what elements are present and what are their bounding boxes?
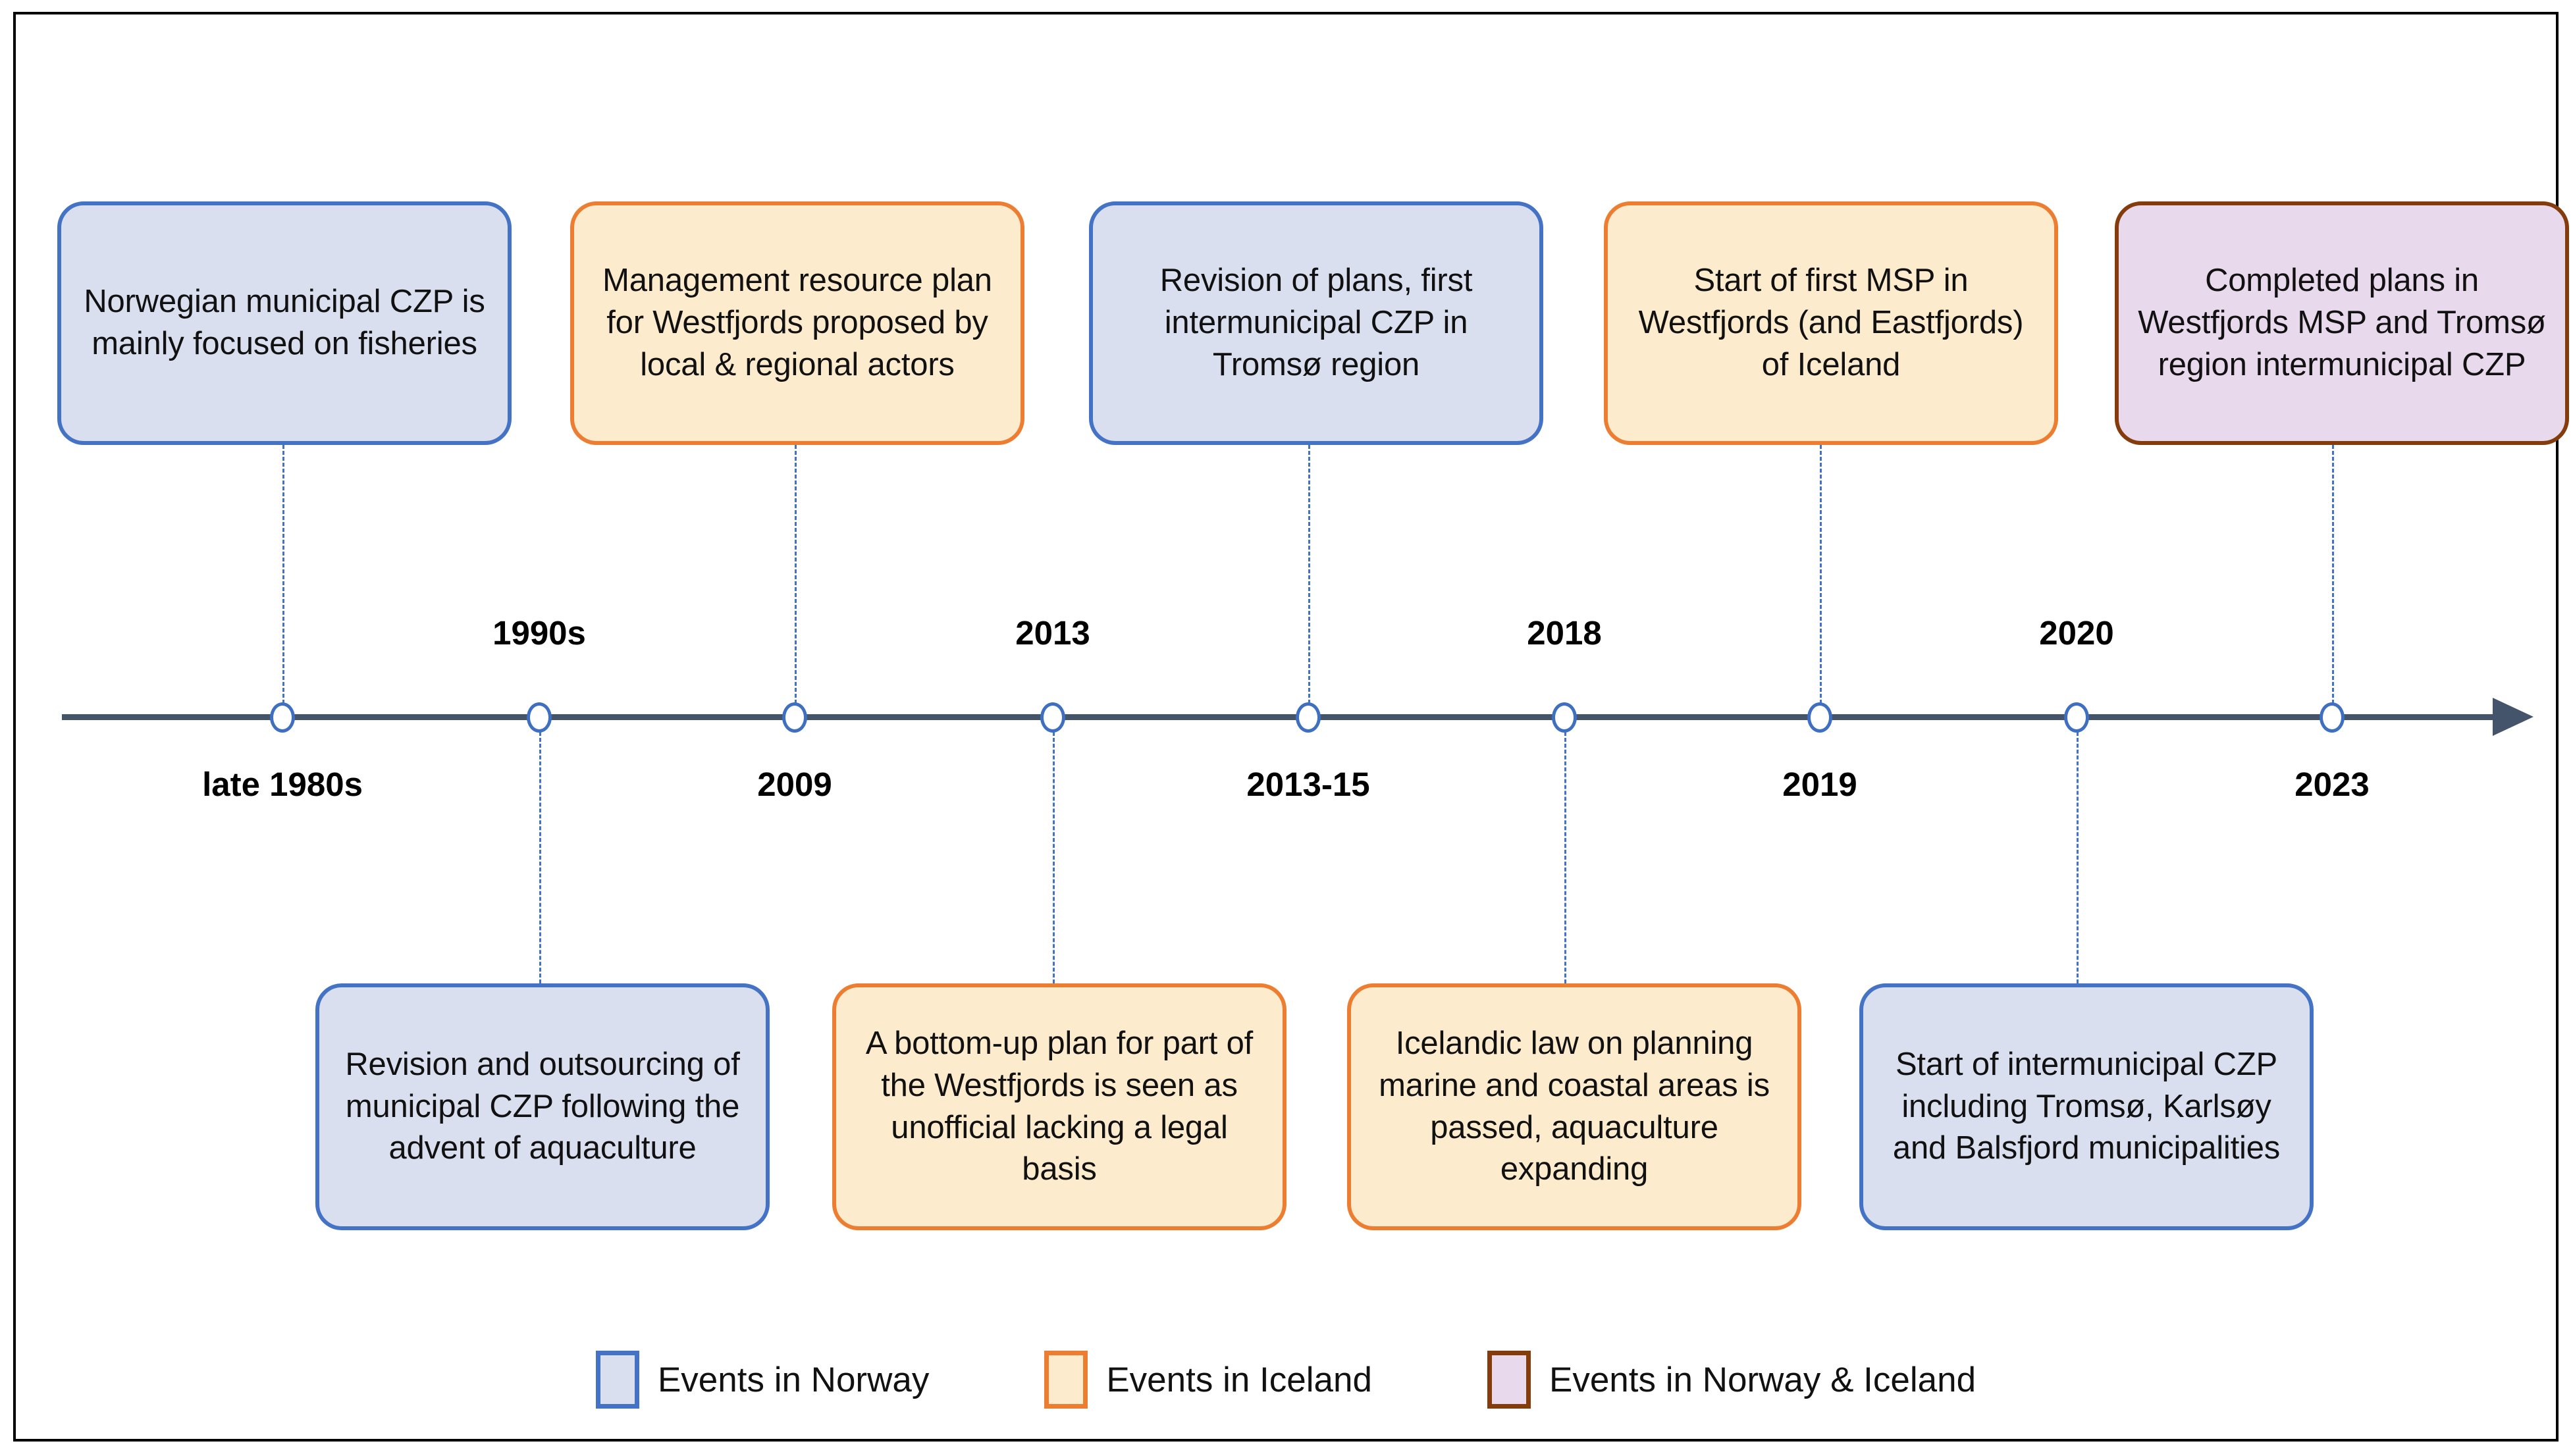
legend-label-iceland: Events in Iceland (1106, 1360, 1372, 1399)
connector-line-3 (795, 445, 797, 704)
connector-line-2 (539, 732, 541, 983)
event-card-bottom-2: A bottom-up plan for part of the Westfjo… (832, 983, 1286, 1230)
timeline-marker-8[interactable] (2064, 702, 2089, 733)
year-label-4: 2013 (1015, 614, 1090, 652)
legend-swatch-iceland (1044, 1351, 1088, 1409)
timeline-marker-6[interactable] (1552, 702, 1577, 733)
year-label-6: 2018 (1527, 614, 1602, 652)
event-card-bottom-3: Icelandic law on planning marine and coa… (1347, 983, 1801, 1230)
event-card-top-5: Completed plans in Westfjords MSP and Tr… (2115, 201, 2569, 445)
connector-line-7 (1820, 445, 1822, 704)
connector-line-9 (2332, 445, 2334, 704)
event-card-text: Start of first MSP in Westfjords (and Ea… (1638, 263, 2024, 382)
legend-item-both: Events in Norway & Iceland (1487, 1351, 1976, 1409)
connector-line-6 (1564, 732, 1566, 983)
event-card-text: Management resource plan for Westfjords … (602, 263, 992, 382)
year-label-2: 1990s (492, 614, 586, 652)
timeline-marker-2[interactable] (527, 702, 552, 733)
timeline-marker-4[interactable] (1040, 702, 1065, 733)
event-card-bottom-4: Start of intermunicipal CZP including Tr… (1859, 983, 2314, 1230)
year-label-8: 2020 (2039, 614, 2114, 652)
connector-line-1 (282, 445, 284, 704)
timeline-arrow-icon (2493, 698, 2533, 736)
event-card-top-3: Revision of plans, first intermunicipal … (1089, 201, 1543, 445)
timeline-marker-3[interactable] (782, 702, 807, 733)
figure-frame: Norwegian municipal CZP is mainly focuse… (13, 12, 2569, 1442)
year-label-1: late 1980s (202, 766, 363, 803)
legend-item-iceland: Events in Iceland (1044, 1351, 1372, 1409)
year-label-9: 2023 (2294, 766, 2370, 803)
legend-swatch-both (1487, 1351, 1531, 1409)
event-card-text: Norwegian municipal CZP is mainly focuse… (84, 284, 485, 361)
event-card-top-1: Norwegian municipal CZP is mainly focuse… (57, 201, 512, 445)
timeline-axis (62, 714, 2498, 720)
legend-label-norway: Events in Norway (657, 1360, 930, 1399)
event-card-text: Revision and outsourcing of municipal CZ… (345, 1046, 740, 1166)
timeline-marker-7[interactable] (1807, 702, 1832, 733)
legend-label-both: Events in Norway & Iceland (1549, 1360, 1976, 1399)
year-label-5: 2013-15 (1246, 766, 1370, 803)
timeline-marker-9[interactable] (2320, 702, 2345, 733)
event-card-text: A bottom-up plan for part of the Westfjo… (865, 1026, 1254, 1187)
year-label-7: 2019 (1782, 766, 1857, 803)
event-card-bottom-1: Revision and outsourcing of municipal CZ… (315, 983, 770, 1230)
event-card-text: Icelandic law on planning marine and coa… (1379, 1026, 1770, 1187)
connector-line-4 (1053, 732, 1055, 983)
year-label-3: 2009 (757, 766, 832, 803)
legend-swatch-norway (595, 1351, 639, 1409)
event-card-top-2: Management resource plan for Westfjords … (570, 201, 1024, 445)
timeline-marker-1[interactable] (270, 702, 295, 733)
event-card-text: Revision of plans, first intermunicipal … (1159, 263, 1473, 382)
legend: Events in Norway Events in Iceland Event… (16, 1351, 2556, 1409)
connector-line-5 (1308, 445, 1310, 704)
event-card-top-4: Start of first MSP in Westfjords (and Ea… (1604, 201, 2058, 445)
event-card-text: Completed plans in Westfjords MSP and Tr… (2138, 263, 2546, 382)
timeline-marker-5[interactable] (1296, 702, 1321, 733)
legend-item-norway: Events in Norway (595, 1351, 930, 1409)
event-card-text: Start of intermunicipal CZP including Tr… (1892, 1046, 2281, 1166)
connector-line-8 (2077, 732, 2079, 983)
